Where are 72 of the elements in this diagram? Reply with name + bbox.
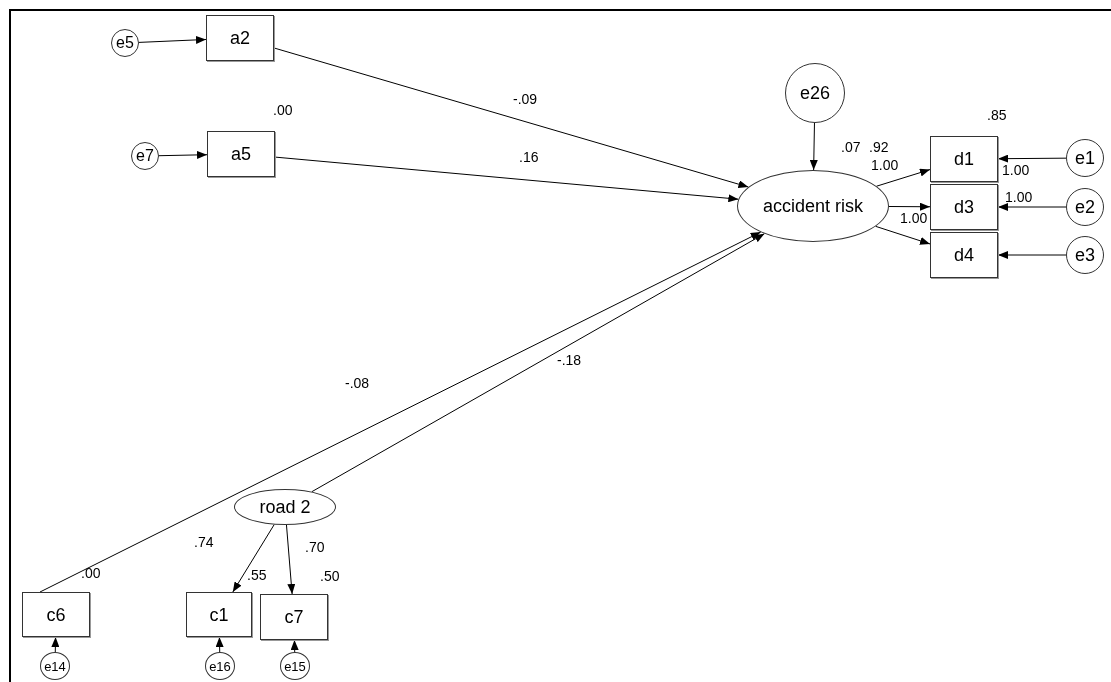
arrow [215,636,224,653]
coefficient: .07 [840,140,862,154]
arrow [311,233,765,493]
variable-name: c7 [284,608,304,626]
edge-label: -.18 [556,353,583,367]
variable-name: e7 [136,148,154,164]
error-term-circle [205,652,235,680]
edge-label: .16 [518,150,540,164]
arrow [997,251,1067,259]
coefficient: 1.00 [1004,190,1034,204]
variable-name: d3 [954,198,974,216]
arrow [39,231,762,593]
variable-name: d4 [954,246,974,264]
arrow [51,636,60,653]
variable-name: e14 [44,659,66,673]
observed-variable-box [930,136,998,182]
variable-name: c1 [209,605,229,624]
coefficient: 1.00 [1001,163,1031,177]
variable-name: e15 [284,659,306,673]
arrow [274,156,739,203]
error-term-circle [785,63,845,123]
variable-name: e5 [116,35,134,51]
error-term-circle [1066,188,1104,226]
arrow [876,168,931,187]
coefficient: 1.00 [899,211,929,225]
arrow [997,203,1067,211]
coefficient: .92 [868,140,890,154]
error-term-circle [111,29,139,57]
coefficient: .00 [272,103,294,117]
variable-name: e26 [799,84,830,102]
edge-label: -.09 [512,92,539,106]
error-term-circle [1066,236,1104,274]
edge-label: .70 [304,540,326,554]
edge-label: .74 [193,535,215,549]
observed-variable-box [186,592,252,637]
arrow [158,150,208,159]
arrow [997,154,1067,163]
observed-variable-box [930,184,998,230]
arrow [273,47,749,189]
arrow [290,639,299,653]
variable-name: e2 [1075,198,1095,216]
coefficient: .50 [319,569,341,583]
arrow [138,35,207,44]
coefficient: 1.00 [870,158,900,172]
error-term-circle [1066,139,1104,177]
arrow [285,524,296,595]
observed-variable-box [930,232,998,278]
arrow [888,202,931,211]
error-term-circle [131,142,159,170]
observed-variable-box [22,592,90,637]
variable-name: e1 [1075,149,1095,167]
error-term-circle [280,652,310,680]
observed-variable-box [206,15,274,61]
variable-name: e16 [209,659,231,673]
arrow [809,122,818,171]
edge-label: -.08 [344,376,371,390]
variable-name: d1 [954,150,974,168]
variable-name: a5 [231,145,251,163]
variable-name: road 2 [259,498,311,516]
variable-name: a2 [230,29,250,47]
coefficient: .55 [246,568,268,582]
coefficient: .00 [80,566,102,580]
variable-name: accident risk [762,197,863,215]
coefficient: .85 [986,108,1008,122]
error-term-circle [40,652,70,680]
observed-variable-box [207,131,275,177]
arrow [875,225,931,245]
observed-variable-box [260,594,328,640]
arrow [232,524,275,593]
latent-variable-ellipse [234,489,336,525]
variable-name: e3 [1075,246,1095,264]
variable-name: c6 [46,605,66,624]
